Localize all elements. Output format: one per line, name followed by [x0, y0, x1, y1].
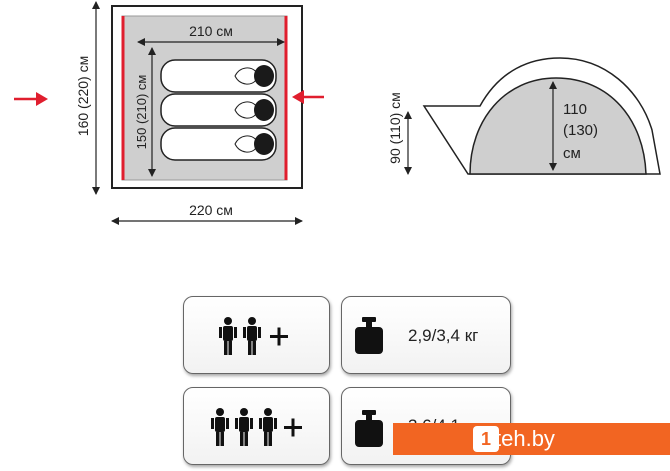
site-logo-char: 1 — [480, 429, 491, 449]
inner-length-label: 150 (210) см — [134, 75, 149, 150]
inner-height-line-2: (130) — [563, 122, 598, 139]
entrance-arrow-right — [292, 90, 324, 104]
entrance-arrow-left — [14, 92, 48, 106]
weight-icon — [355, 317, 383, 354]
inner-height-line-1: 110 — [563, 101, 587, 118]
weight-card: 2,9/3,4 кг — [341, 296, 511, 374]
outer-length-label: 160 (220) см — [75, 56, 91, 136]
inner-height-line-3: см — [563, 145, 581, 162]
tent-floor-plan: 210 см 150 (210) см 160 (220) см 220 см — [14, 1, 324, 225]
weight-value: 2,9/3,4 кг — [408, 326, 479, 345]
capacity-card — [183, 296, 330, 374]
sleeping-bag — [160, 93, 277, 127]
inner-tent-dome — [469, 77, 647, 175]
capacity-card — [183, 387, 330, 465]
sleeping-bag — [160, 59, 277, 93]
people-two-plus-icon — [219, 317, 288, 355]
site-logo-icon: 1 — [473, 426, 499, 452]
site-watermark: 1 teh.by — [393, 423, 670, 455]
sleeping-bag — [160, 127, 277, 161]
vestibule-height-label: 90 (110) см — [387, 92, 403, 164]
weight-icon — [355, 410, 383, 447]
people-three-plus-icon — [211, 408, 302, 446]
tent-side-profile: 90 (110) см 110 (130) см — [387, 57, 661, 175]
inner-width-label: 210 см — [189, 23, 233, 39]
outer-width-label: 220 см — [189, 202, 233, 218]
site-name: teh.by — [495, 426, 555, 451]
